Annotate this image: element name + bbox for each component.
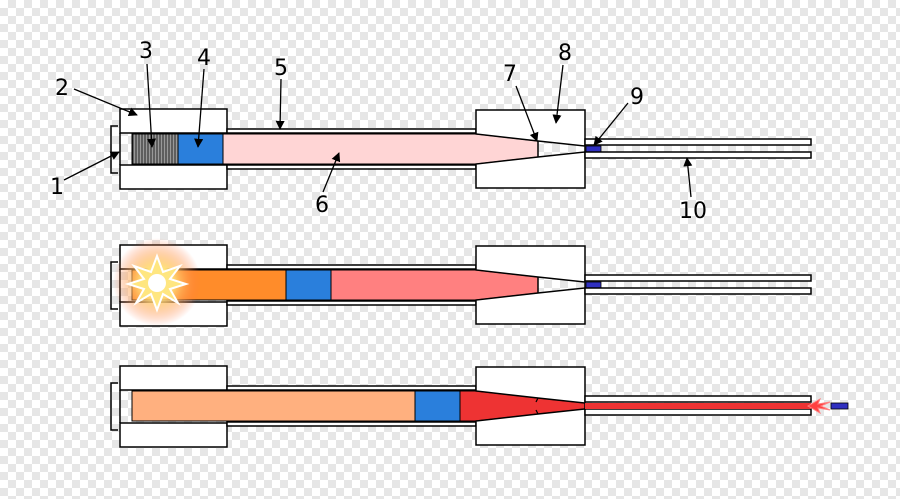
- leader-lines: [63, 63, 693, 198]
- ruptured-disc: [535, 397, 539, 415]
- stage-launch: [110, 365, 849, 448]
- piston: [177, 133, 224, 165]
- callout-1: 1: [50, 175, 64, 200]
- stage-loaded: 1 2 3 4 5 6 7 8 9 10: [50, 39, 812, 224]
- muzzle-flash-icon: [807, 397, 831, 415]
- callout-5: 5: [274, 56, 288, 81]
- breech-cap: [110, 261, 118, 310]
- powder-charge: [131, 133, 179, 165]
- breech-block: [119, 365, 228, 448]
- piston: [414, 390, 461, 422]
- burnt-powder-gas: [131, 390, 416, 422]
- projectile: [830, 402, 849, 410]
- light-gas: [222, 133, 539, 165]
- breech-cap: [110, 382, 118, 431]
- projectile: [585, 281, 602, 289]
- projectile: [585, 145, 602, 153]
- compressed-light-gas: [330, 269, 539, 301]
- callout-7: 7: [503, 62, 517, 87]
- stage-firing: [110, 238, 812, 327]
- ignition-flash-icon: [113, 238, 201, 326]
- callout-4: 4: [197, 46, 211, 71]
- callout-8: 8: [558, 41, 572, 66]
- breech-block: [119, 108, 228, 190]
- breech-cap: [110, 125, 118, 174]
- piston: [285, 269, 332, 301]
- callout-6: 6: [315, 193, 329, 218]
- callout-2: 2: [55, 76, 69, 101]
- launch-tube: [584, 274, 812, 295]
- launch-tube-gas: [585, 403, 811, 409]
- launch-tube: [584, 138, 812, 159]
- callout-9: 9: [630, 85, 644, 110]
- callout-3: 3: [139, 39, 153, 64]
- callout-10: 10: [679, 199, 707, 224]
